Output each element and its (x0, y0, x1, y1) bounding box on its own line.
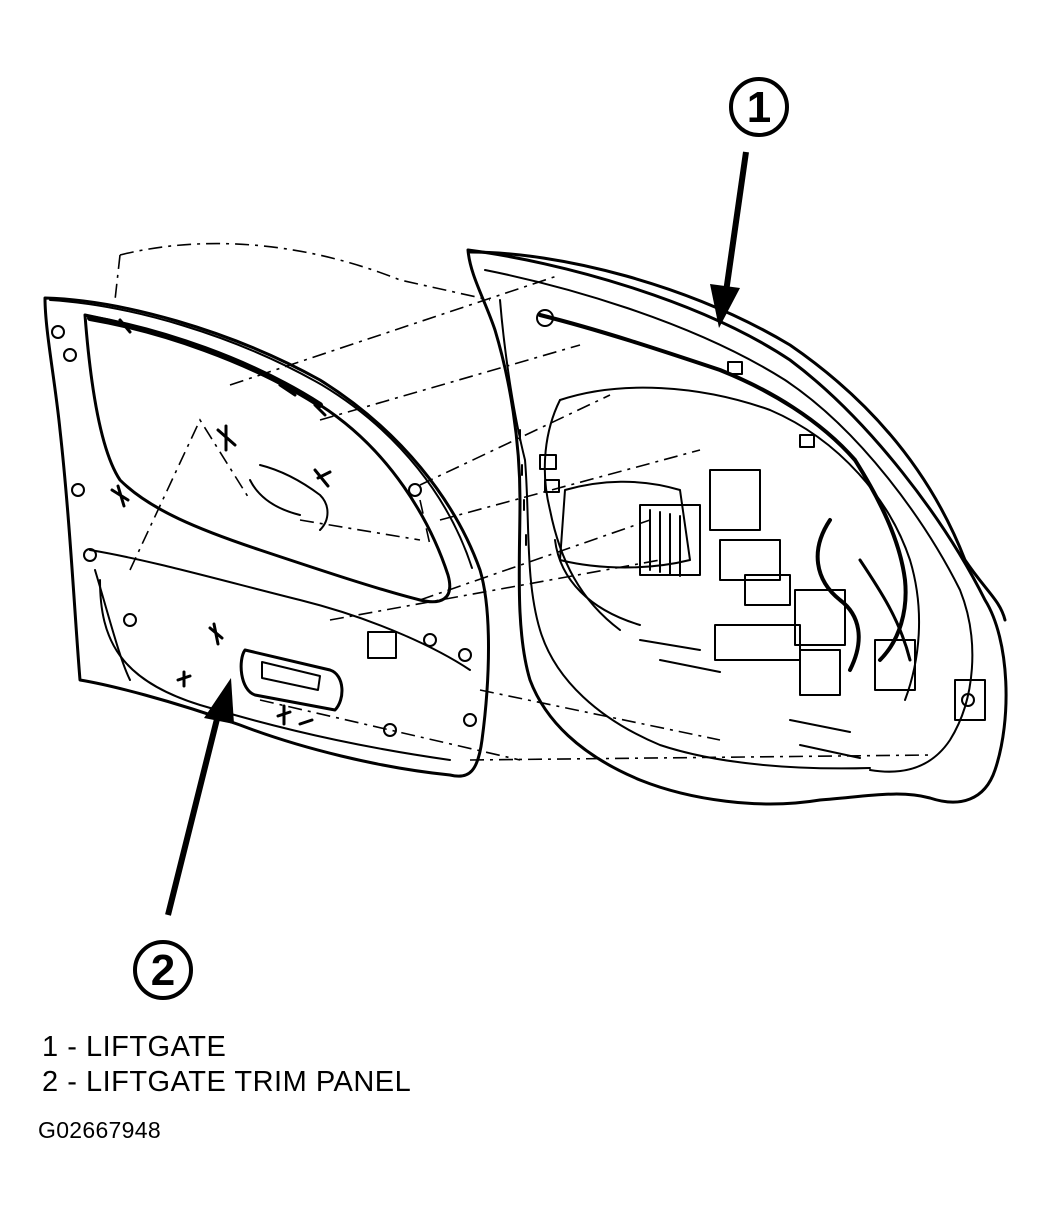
legend-number: 2 (42, 1066, 59, 1098)
legend-item-2: 2 - LIFTGATE TRIM PANEL (42, 1065, 411, 1100)
exploded-view-guide-lines (114, 242, 931, 761)
callout-2-circle (133, 940, 193, 1000)
legend-separator: - (67, 1066, 78, 1098)
liftgate-trim-panel-illustration (43, 296, 490, 778)
liftgate-exploded-diagram: 1 2 (43, 77, 1008, 1000)
callout-1-leader-line (723, 151, 749, 293)
callout-1: 1 (710, 77, 789, 328)
legend-label: LIFTGATE TRIM PANEL (85, 1066, 412, 1098)
legend-number: 1 (42, 1031, 59, 1063)
legend-label: LIFTGATE (85, 1031, 227, 1063)
liftgate-illustration (466, 248, 1008, 806)
legend-separator: - (67, 1031, 78, 1063)
callout-1-number: 1 (747, 83, 771, 132)
callout-2-leader-line (165, 714, 221, 916)
callout-2: 2 (133, 678, 234, 1000)
callout-2-arrowhead (204, 678, 234, 724)
callout-1-arrowhead (710, 284, 740, 328)
legend-item-1: 1 - LIFTGATE (42, 1030, 411, 1065)
figure-id: G02667948 (38, 1117, 161, 1143)
callout-2-number: 2 (151, 946, 175, 995)
legend: 1 - LIFTGATE 2 - LIFTGATE TRIM PANEL (42, 1030, 411, 1100)
callout-1-circle (729, 77, 789, 137)
